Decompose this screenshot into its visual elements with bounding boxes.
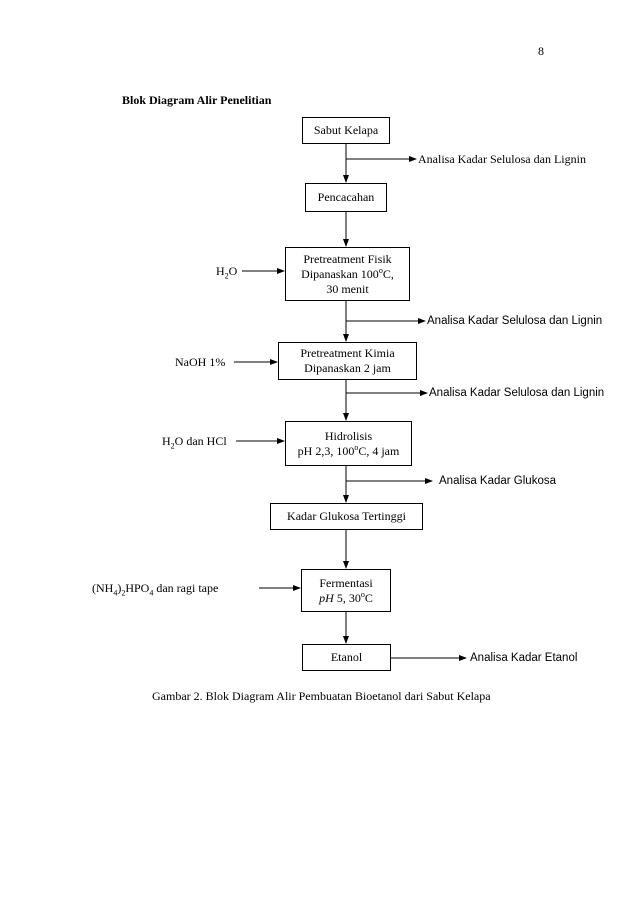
analisa-glukosa: Analisa Kadar Glukosa bbox=[439, 475, 556, 487]
step-pretreatment-kimia: Pretreatment Kimia Dipanaskan 2 jam bbox=[278, 342, 417, 380]
step-sabut-kelapa: Sabut Kelapa bbox=[302, 117, 390, 144]
step-kadar-glukosa-tertinggi: Kadar Glukosa Tertinggi bbox=[270, 503, 423, 530]
input-naoh: NaOH 1% bbox=[175, 355, 226, 369]
step-hidrolisis: Hidrolisis pH 2,3, 100oC, 4 jam bbox=[285, 421, 412, 466]
input-h2o-hcl: H2O dan HCl bbox=[162, 434, 227, 451]
analisa-selulosa-lignin-2: Analisa Kadar Selulosa dan Lignin bbox=[427, 315, 603, 327]
analisa-etanol: Analisa Kadar Etanol bbox=[470, 652, 578, 664]
analisa-selulosa-lignin-3: Analisa Kadar Selulosa dan Lignin bbox=[429, 387, 605, 399]
figure-caption: Gambar 2. Blok Diagram Alir Pembuatan Bi… bbox=[152, 689, 491, 703]
analisa-selulosa-lignin-1: Analisa Kadar Selulosa dan Lignin bbox=[418, 152, 586, 166]
input-h2o: H2O bbox=[216, 264, 238, 281]
input-nh4-2hpo4: (NH4)2HPO4 dan ragi tape bbox=[92, 581, 219, 598]
page-number: 8 bbox=[538, 44, 544, 58]
step-fermentasi: Fermentasi pH 5, 30oC bbox=[301, 569, 391, 612]
diagram-heading: Blok Diagram Alir Penelitian bbox=[122, 93, 272, 107]
step-pencacahan: Pencacahan bbox=[305, 183, 387, 212]
step-pretreatment-fisik: Pretreatment Fisik Dipanaskan 100oC, 30 … bbox=[285, 247, 410, 301]
step-etanol: Etanol bbox=[302, 644, 391, 671]
